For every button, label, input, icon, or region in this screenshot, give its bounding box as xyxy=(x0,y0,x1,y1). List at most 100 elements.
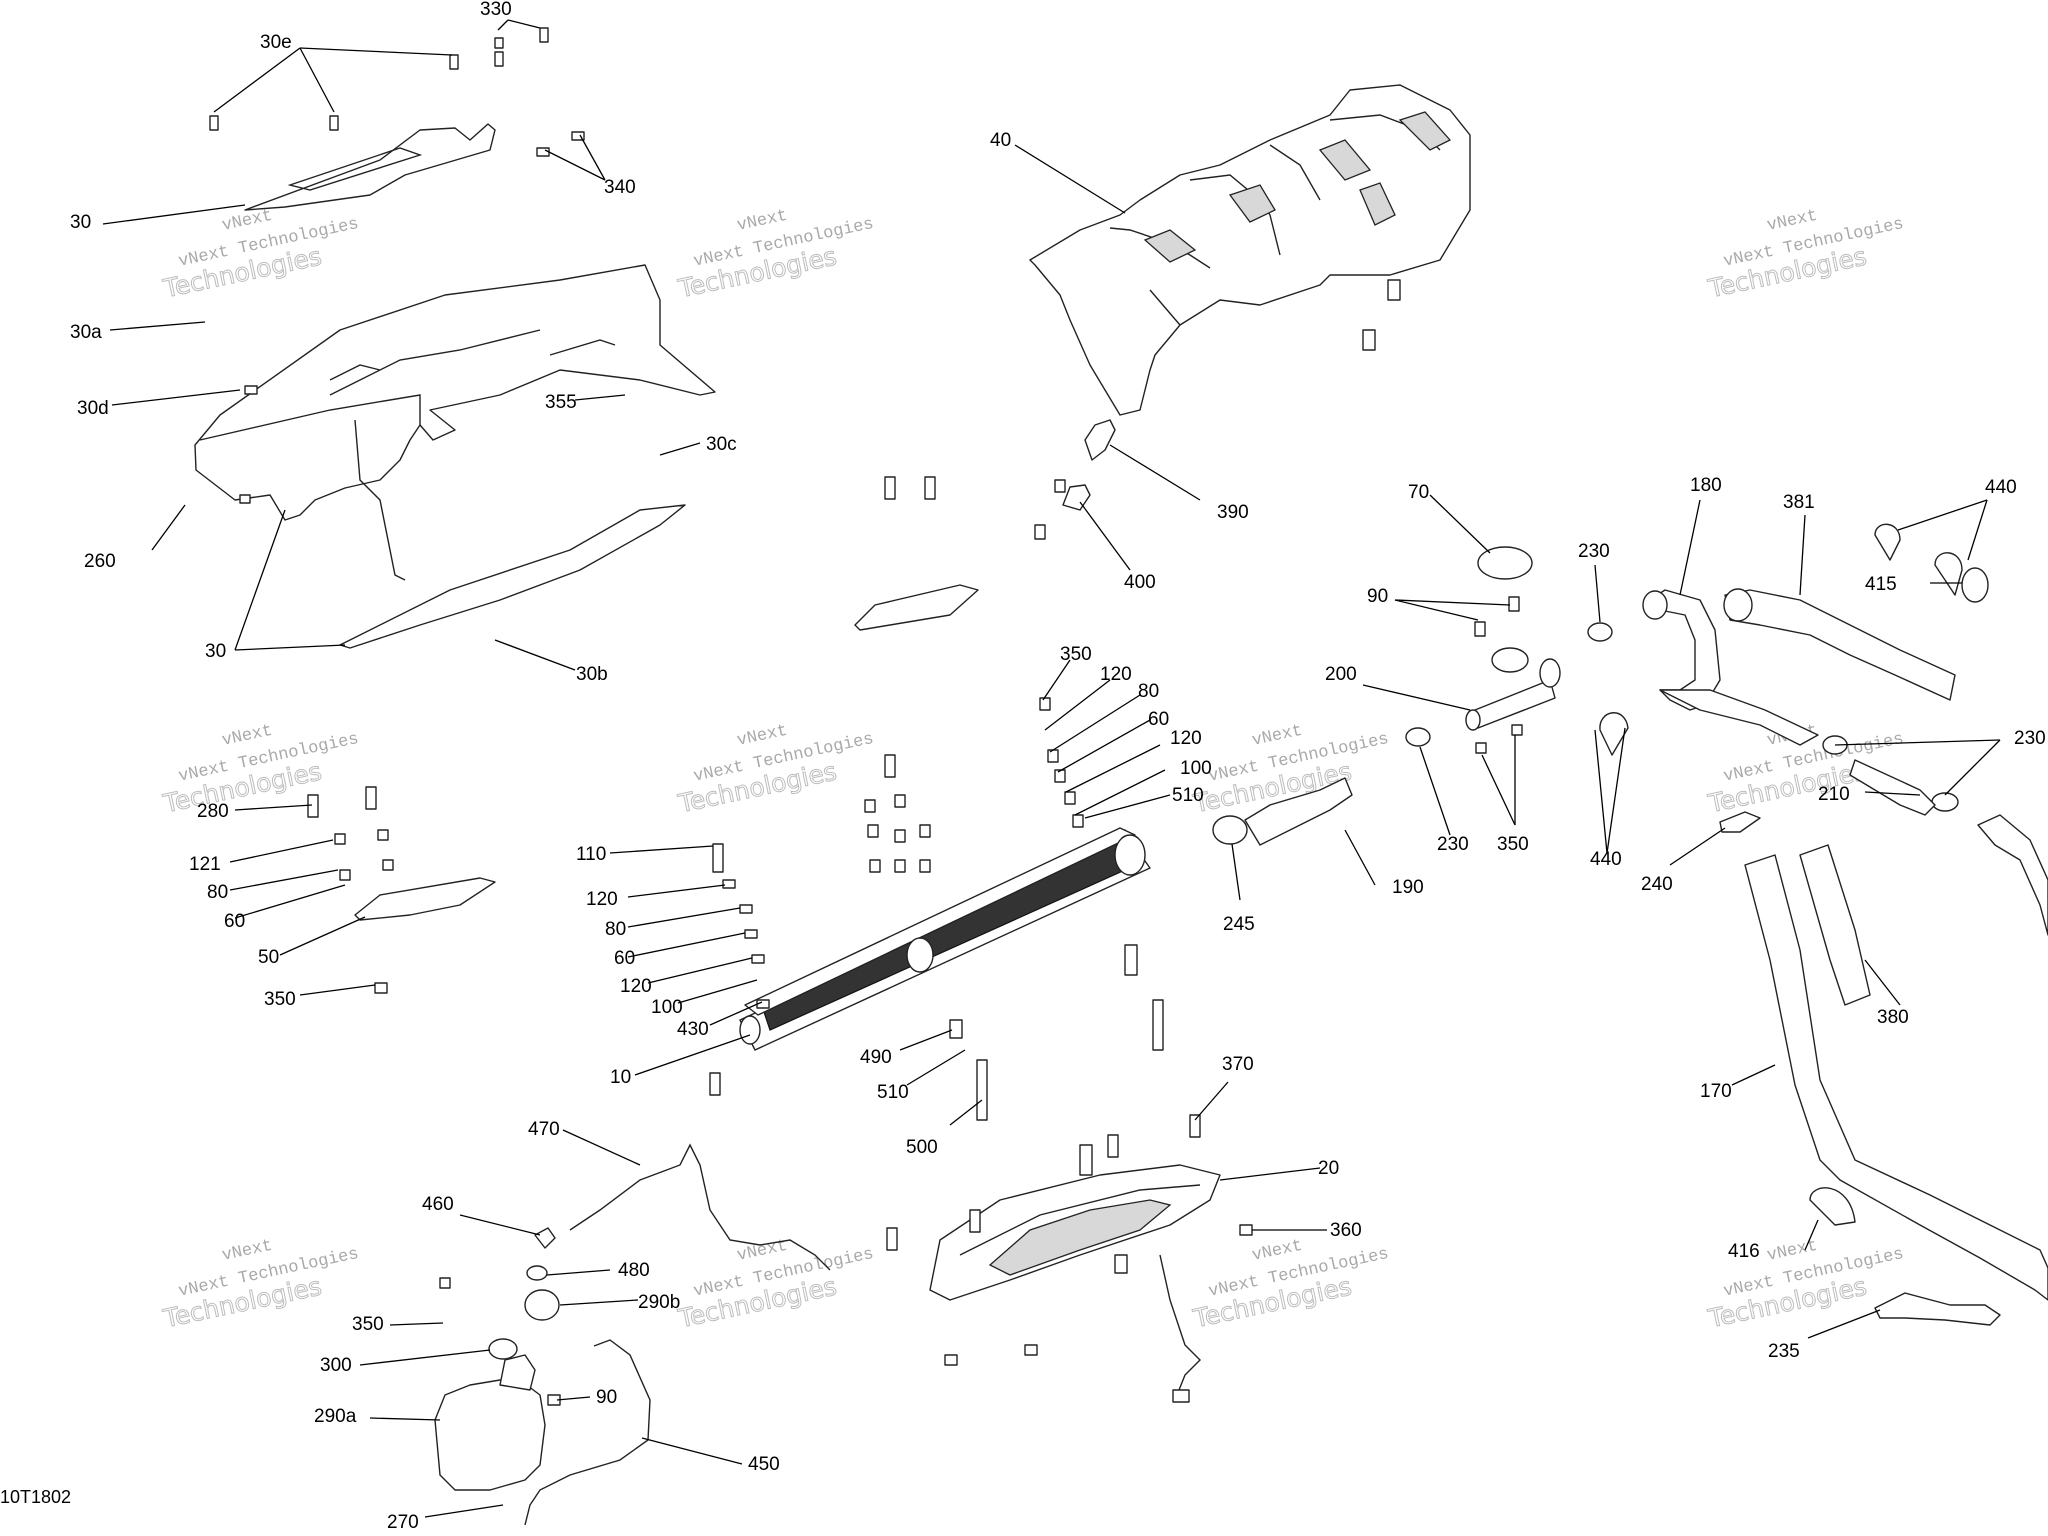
callout-240: 240 xyxy=(1641,874,1673,895)
frame-panel-edge-1 xyxy=(199,394,421,441)
callout-460: 460 xyxy=(422,1194,454,1215)
watermark-6: vNext vNext Technologies Technologies xyxy=(675,722,876,819)
parts-drawings xyxy=(194,27,2048,1526)
callout-10: 10 xyxy=(610,1067,631,1088)
hose-180-end xyxy=(1642,590,1668,620)
callout-500: 500 xyxy=(906,1137,938,1158)
callout-470: 470 xyxy=(528,1119,560,1140)
pipe-right-edge xyxy=(1977,814,2048,936)
callout-30c: 30c xyxy=(706,434,737,455)
clip-400 xyxy=(1062,484,1091,511)
callout-350-right: 350 xyxy=(1497,834,1529,855)
svg-text:vNext: vNext xyxy=(1250,722,1304,751)
callout-230-a: 230 xyxy=(1578,541,1610,562)
callout-350-mid: 350 xyxy=(1060,644,1092,665)
callout-510-right: 510 xyxy=(1172,785,1204,806)
callout-40: 40 xyxy=(990,130,1011,151)
callout-230-b: 230 xyxy=(1437,834,1469,855)
radiator-10 xyxy=(739,827,1151,1051)
callout-30-bottom: 30 xyxy=(205,641,226,662)
pipe-380 xyxy=(1799,844,1871,1006)
callout-110: 110 xyxy=(576,844,606,865)
svg-text:vNext: vNext xyxy=(1250,1237,1304,1266)
pipe-210 xyxy=(1849,759,1936,816)
hose-190 xyxy=(1244,777,1353,846)
callout-235: 235 xyxy=(1768,1341,1800,1362)
fitting-460 xyxy=(534,1227,556,1249)
callout-260: 260 xyxy=(84,551,116,572)
callout-30d: 30d xyxy=(77,398,109,419)
callout-510-bottom: 510 xyxy=(877,1082,909,1103)
hose-381 xyxy=(1724,589,1956,701)
watermark-8: vNext vNext Technologies Technologies xyxy=(1705,722,1906,819)
callout-60-left: 60 xyxy=(224,911,245,932)
hose-mid xyxy=(1659,689,1819,746)
skid-plate-lower xyxy=(339,504,686,649)
clamp-230-b xyxy=(1405,727,1431,747)
leader-lines xyxy=(102,19,2001,1518)
watermark-5: vNext vNext Technologies Technologies xyxy=(160,722,361,819)
callout-80-left: 80 xyxy=(207,882,228,903)
t-fitting-200 xyxy=(1465,647,1561,731)
callout-30-top: 30 xyxy=(70,212,91,233)
clamp-230-d xyxy=(1931,792,1959,812)
clip-390 xyxy=(1084,419,1116,461)
svg-text:vNext: vNext xyxy=(220,207,274,236)
pipe-170 xyxy=(1744,854,2048,1301)
callout-370: 370 xyxy=(1222,1054,1254,1075)
watermark-9: vNext vNext Technologies Technologies xyxy=(160,1237,361,1334)
watermark-4: vNext vNext Technologies Technologies xyxy=(1705,207,1906,304)
callout-120-a: 120 xyxy=(586,889,618,910)
callout-490: 490 xyxy=(860,1047,892,1068)
callout-60-mid: 60 xyxy=(614,948,635,969)
hose-180 xyxy=(1649,589,1721,711)
svg-text:vNext: vNext xyxy=(220,1237,274,1266)
callout-200: 200 xyxy=(1325,664,1357,685)
callout-290a: 290a xyxy=(314,1406,357,1427)
callout-430: 430 xyxy=(677,1019,709,1040)
hardware-fasteners xyxy=(209,27,1523,1406)
clip-440-a xyxy=(1874,523,1901,561)
line-470 xyxy=(569,1143,831,1271)
hose-450 xyxy=(524,1339,651,1526)
reservoir-290a xyxy=(434,1354,546,1491)
frame-panel-edge-3 xyxy=(329,364,381,381)
cover-plate-top-window xyxy=(287,147,423,191)
frame-panel xyxy=(194,264,716,521)
document-id: 10T1802 xyxy=(0,1487,71,1507)
callout-210: 210 xyxy=(1818,784,1850,805)
callout-100-right: 100 xyxy=(1180,758,1212,779)
svg-text:vNext: vNext xyxy=(735,207,789,236)
callout-80-mid: 80 xyxy=(605,919,626,940)
callout-60-right: 60 xyxy=(1148,709,1169,730)
callout-245: 245 xyxy=(1223,914,1255,935)
shroud-40 xyxy=(1029,84,1471,416)
callout-416: 416 xyxy=(1728,1241,1760,1262)
fan-shroud-20 xyxy=(929,1164,1221,1301)
svg-text:vNext: vNext xyxy=(1765,1237,1819,1266)
cap-290b xyxy=(524,1289,560,1321)
callout-415: 415 xyxy=(1865,574,1897,595)
clip-415 xyxy=(1961,567,1989,603)
callout-270: 270 xyxy=(387,1512,419,1533)
bracket-upper-center xyxy=(854,584,979,631)
cover-plate-top xyxy=(244,123,496,211)
callout-330: 330 xyxy=(480,0,512,20)
callout-440-mid: 440 xyxy=(1590,849,1622,870)
callout-20: 20 xyxy=(1318,1158,1339,1179)
callout-50: 50 xyxy=(258,947,279,968)
callout-100-mid: 100 xyxy=(651,997,683,1018)
callout-360: 360 xyxy=(1330,1220,1362,1241)
callout-90-right: 90 xyxy=(1367,586,1388,607)
svg-text:vNext: vNext xyxy=(220,722,274,751)
hose-381-end xyxy=(1723,588,1753,622)
callout-30e: 30e xyxy=(260,32,292,53)
callout-350-bottom: 350 xyxy=(352,1314,384,1335)
callout-290b: 290b xyxy=(638,1292,680,1313)
callout-390: 390 xyxy=(1217,502,1249,523)
callout-120-b: 120 xyxy=(620,976,652,997)
clip-416 xyxy=(1809,1187,1856,1226)
watermark-11: vNext vNext Technologies Technologies xyxy=(1190,1237,1391,1334)
callout-80-right: 80 xyxy=(1138,681,1159,702)
